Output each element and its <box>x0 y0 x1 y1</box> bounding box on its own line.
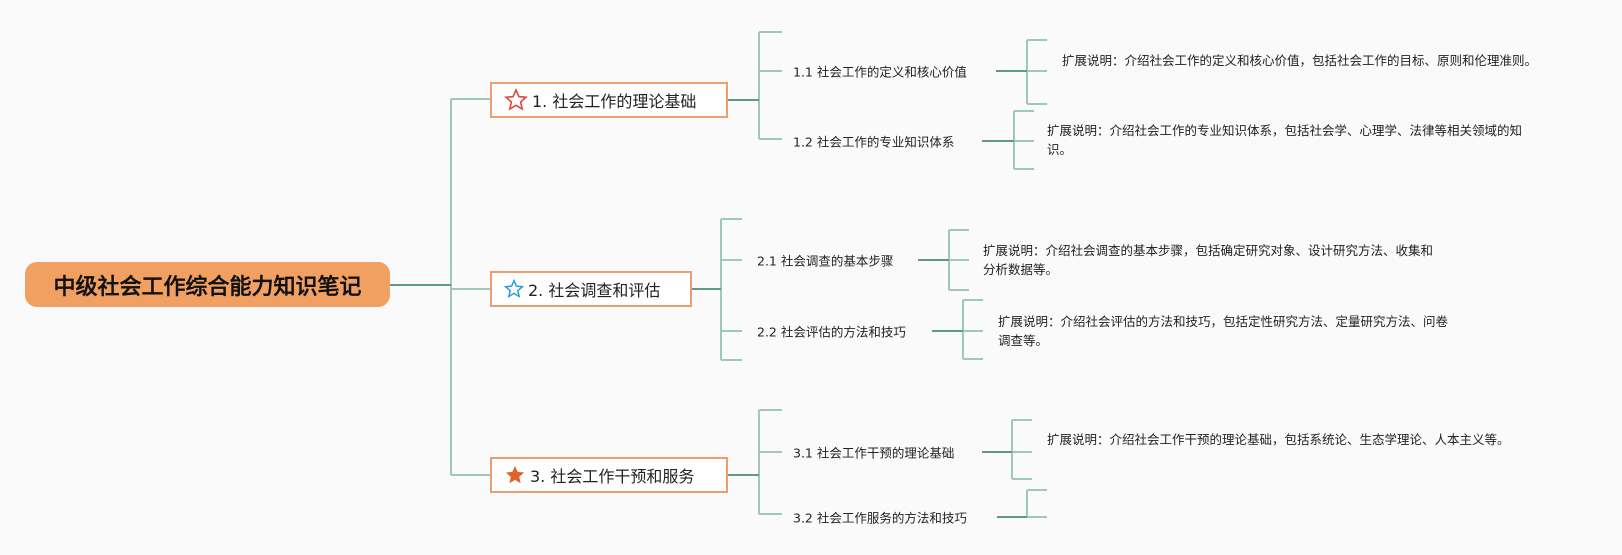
branch-node-3[interactable]: 3. 社会工作干预和服务 <box>490 457 728 493</box>
branch-node-2[interactable]: 2. 社会调查和评估 <box>490 271 692 307</box>
subtopic-3-1[interactable]: 3.1 社会工作干预的理论基础 <box>793 445 955 461</box>
branch-label: 3. 社会工作干预和服务 <box>530 467 695 486</box>
description-1-2[interactable]: 扩展说明：介绍社会工作的专业知识体系，包括社会学、心理学、法律等相关领域的知识。 <box>1047 123 1523 157</box>
description-3-1[interactable]: 扩展说明：介绍社会工作干预的理论基础，包括系统论、生态学理论、人本主义等。 <box>1047 432 1510 447</box>
star-outline-icon <box>504 279 524 299</box>
root-title: 中级社会工作综合能力知识笔记 <box>53 274 362 300</box>
subtopic-2-1[interactable]: 2.1 社会调查的基本步骤 <box>757 253 894 269</box>
subtopic-3-2[interactable]: 3.2 社会工作服务的方法和技巧 <box>793 510 967 526</box>
branch-label: 1. 社会工作的理论基础 <box>532 92 697 111</box>
description-1-1[interactable]: 扩展说明：介绍社会工作的定义和核心价值，包括社会工作的目标、原则和伦理准则。 <box>1062 53 1538 68</box>
star-outline-icon <box>504 88 528 111</box>
subtopic-1-1[interactable]: 1.1 社会工作的定义和核心价值 <box>793 64 967 80</box>
description-2-2[interactable]: 扩展说明：介绍社会评估的方法和技巧，包括定性研究方法、定量研究方法、问卷调查等。 <box>998 314 1449 348</box>
root-node[interactable]: 中级社会工作综合能力知识笔记 <box>25 262 390 307</box>
star-filled-icon <box>505 465 525 484</box>
branch-label: 2. 社会调查和评估 <box>528 281 661 300</box>
subtopic-1-2[interactable]: 1.2 社会工作的专业知识体系 <box>793 134 955 150</box>
branch-node-1[interactable]: 1. 社会工作的理论基础 <box>490 82 728 118</box>
description-2-1[interactable]: 扩展说明：介绍社会调查的基本步骤，包括确定研究对象、设计研究方法、收集和分析数据… <box>983 243 1434 277</box>
subtopic-2-2[interactable]: 2.2 社会评估的方法和技巧 <box>757 324 906 340</box>
